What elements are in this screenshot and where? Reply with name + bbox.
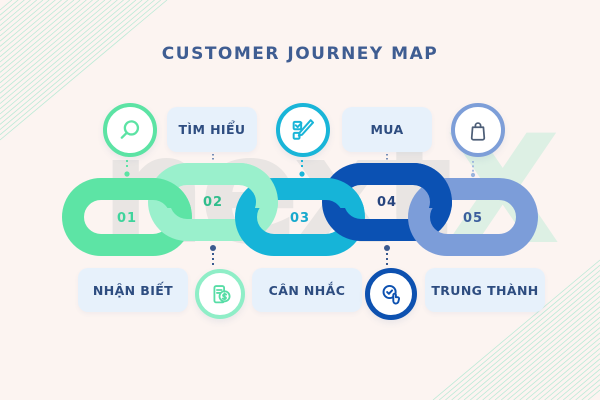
- label-box-loyalty: TRUNG THÀNH: [425, 268, 545, 312]
- shopping-bag-icon: [470, 122, 486, 141]
- page-title: CUSTOMER JOURNEY MAP: [161, 44, 439, 64]
- consideration-icon-circle: [276, 103, 330, 157]
- magnifier-icon: [120, 120, 140, 139]
- purchase-icon-circle: [365, 268, 417, 320]
- awareness-icon-circle: [103, 103, 157, 157]
- label-box-purchase: MUA: [342, 107, 432, 152]
- label-box-consideration: CÂN NHẮC: [252, 268, 362, 312]
- checklist-pencil-icon: [292, 119, 315, 140]
- label-box-research: TÌM HIỂU: [167, 107, 257, 152]
- tap-check-icon: [382, 284, 400, 304]
- research-icon-circle: [195, 269, 245, 319]
- label-box-awareness: NHẬN BIẾT: [78, 268, 188, 312]
- loyalty-icon-circle: [451, 103, 505, 157]
- invoice-phone-icon: [213, 284, 231, 303]
